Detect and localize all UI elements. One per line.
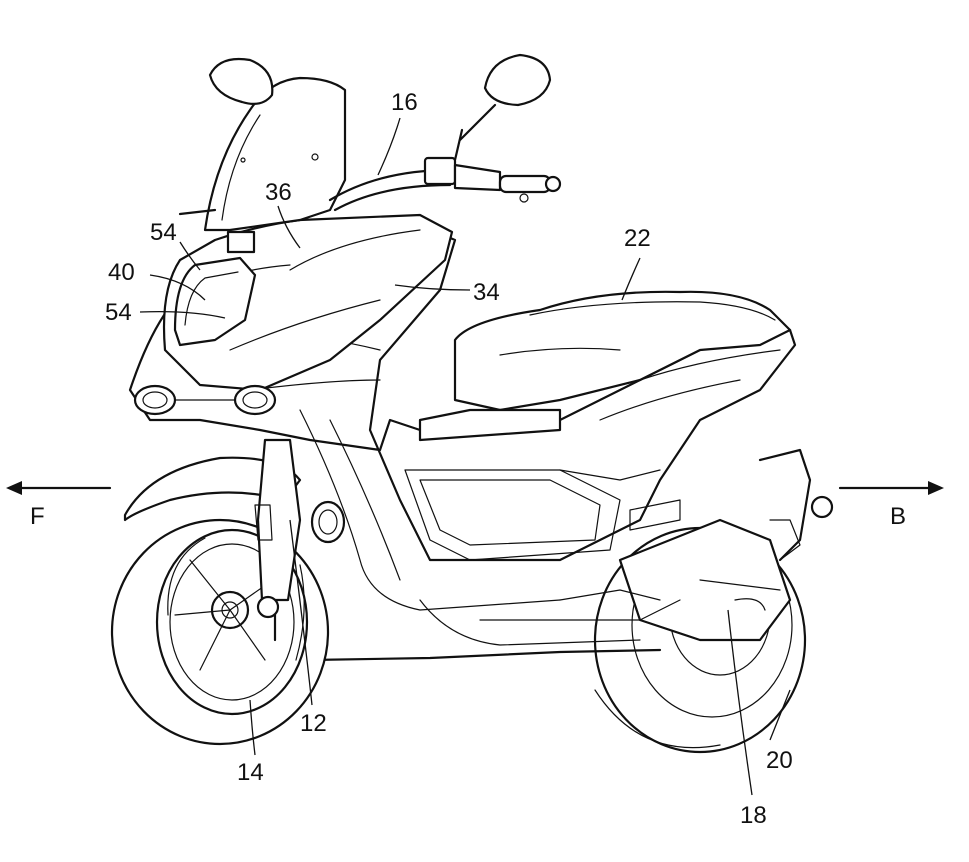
back-arrow (838, 481, 944, 495)
ref-label-18: 18 (740, 802, 767, 829)
ref-label-22: 22 (624, 225, 651, 252)
front-fender (123, 456, 302, 522)
ref-label-36: 36 (265, 179, 292, 206)
ref-label-34: 34 (473, 279, 500, 306)
leader-lines (139, 117, 791, 796)
rear-body (599, 349, 781, 531)
seat (418, 290, 792, 442)
ref-label-14: 14 (237, 759, 264, 786)
handlebar (178, 156, 562, 216)
windscreen (203, 76, 347, 232)
ref-label-12: 12 (300, 710, 327, 737)
swingarm (618, 448, 834, 642)
ref-label-16: 16 (391, 89, 418, 116)
front-lights (133, 384, 277, 416)
direction-front-label: F (30, 503, 45, 530)
front-arrow (6, 481, 112, 495)
mirrors (208, 53, 552, 162)
front-fork (254, 438, 302, 642)
floorboard (308, 589, 681, 662)
ref-label-40: 40 (108, 259, 135, 286)
ref-label-20: 20 (766, 747, 793, 774)
ref-label-54-upper: 54 (150, 219, 177, 246)
headlight-40 (173, 230, 257, 347)
ref-label-54-lower: 54 (105, 299, 132, 326)
direction-back-label: B (890, 503, 906, 530)
